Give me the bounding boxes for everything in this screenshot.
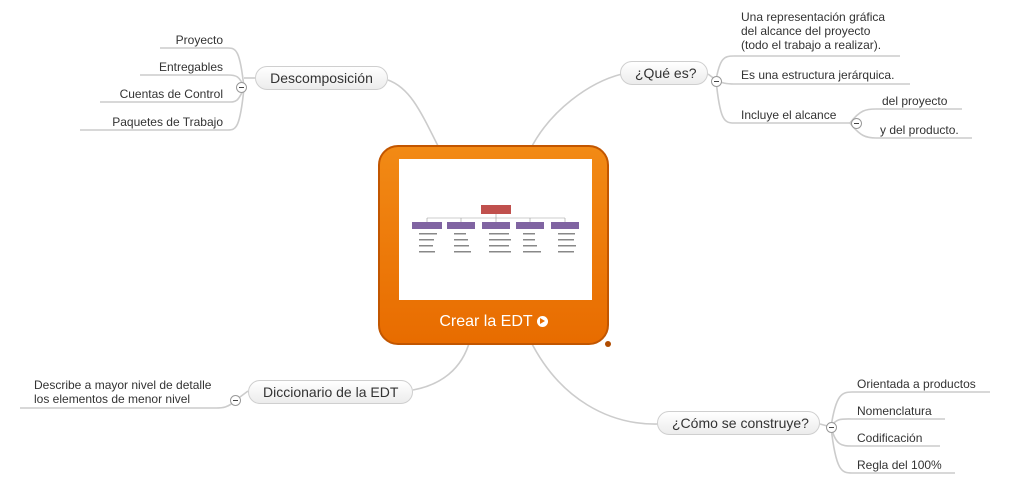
collapse-toggle-diccionario[interactable] bbox=[230, 395, 241, 406]
leaf-cuentas-de-control: Cuentas de Control bbox=[119, 87, 223, 101]
collapse-toggle-descomposicion[interactable] bbox=[236, 82, 247, 93]
leaf-describe-detalle: Describe a mayor nivel de detalle los el… bbox=[34, 378, 212, 406]
leaf-orientada-productos: Orientada a productos bbox=[857, 377, 976, 391]
resize-handle[interactable] bbox=[605, 341, 611, 347]
branch-que-es[interactable]: ¿Qué es? bbox=[620, 61, 708, 85]
leaf-representacion-grafica: Una representación gráfica del alcance d… bbox=[741, 10, 886, 52]
central-topic-text: Crear la EDT bbox=[439, 313, 533, 330]
central-topic[interactable]: Crear la EDT bbox=[378, 145, 609, 345]
leaf-proyecto: Proyecto bbox=[175, 33, 223, 47]
leaf-nomenclatura: Nomenclatura bbox=[857, 404, 932, 418]
branch-como-se-construye[interactable]: ¿Cómo se construye? bbox=[657, 411, 820, 435]
arrow-right-circle-icon[interactable] bbox=[536, 316, 548, 327]
leaf-incluye-el-alcance: Incluye el alcance bbox=[741, 108, 837, 122]
leaf-del-producto: y del producto. bbox=[880, 123, 959, 137]
leaf-del-proyecto: del proyecto bbox=[882, 94, 948, 108]
leaf-estructura-jerarquica: Es una estructura jerárquica. bbox=[741, 68, 895, 82]
collapse-toggle-incluye-alcance[interactable] bbox=[851, 118, 862, 129]
wbs-thumbnail-image bbox=[399, 159, 592, 300]
leaf-regla-100: Regla del 100% bbox=[857, 458, 942, 472]
branch-descomposicion[interactable]: Descomposición bbox=[255, 66, 388, 90]
leaf-codificacion: Codificación bbox=[857, 431, 923, 445]
collapse-toggle-como[interactable] bbox=[826, 422, 837, 433]
leaf-entregables: Entregables bbox=[158, 60, 223, 74]
wbs-org-chart-image bbox=[412, 205, 579, 253]
branch-diccionario-edt[interactable]: Diccionario de la EDT bbox=[248, 380, 413, 404]
leaf-paquetes-de-trabajo: Paquetes de Trabajo bbox=[112, 115, 223, 129]
central-topic-label: Crear la EDT bbox=[380, 313, 607, 331]
collapse-toggle-que-es[interactable] bbox=[711, 76, 722, 87]
